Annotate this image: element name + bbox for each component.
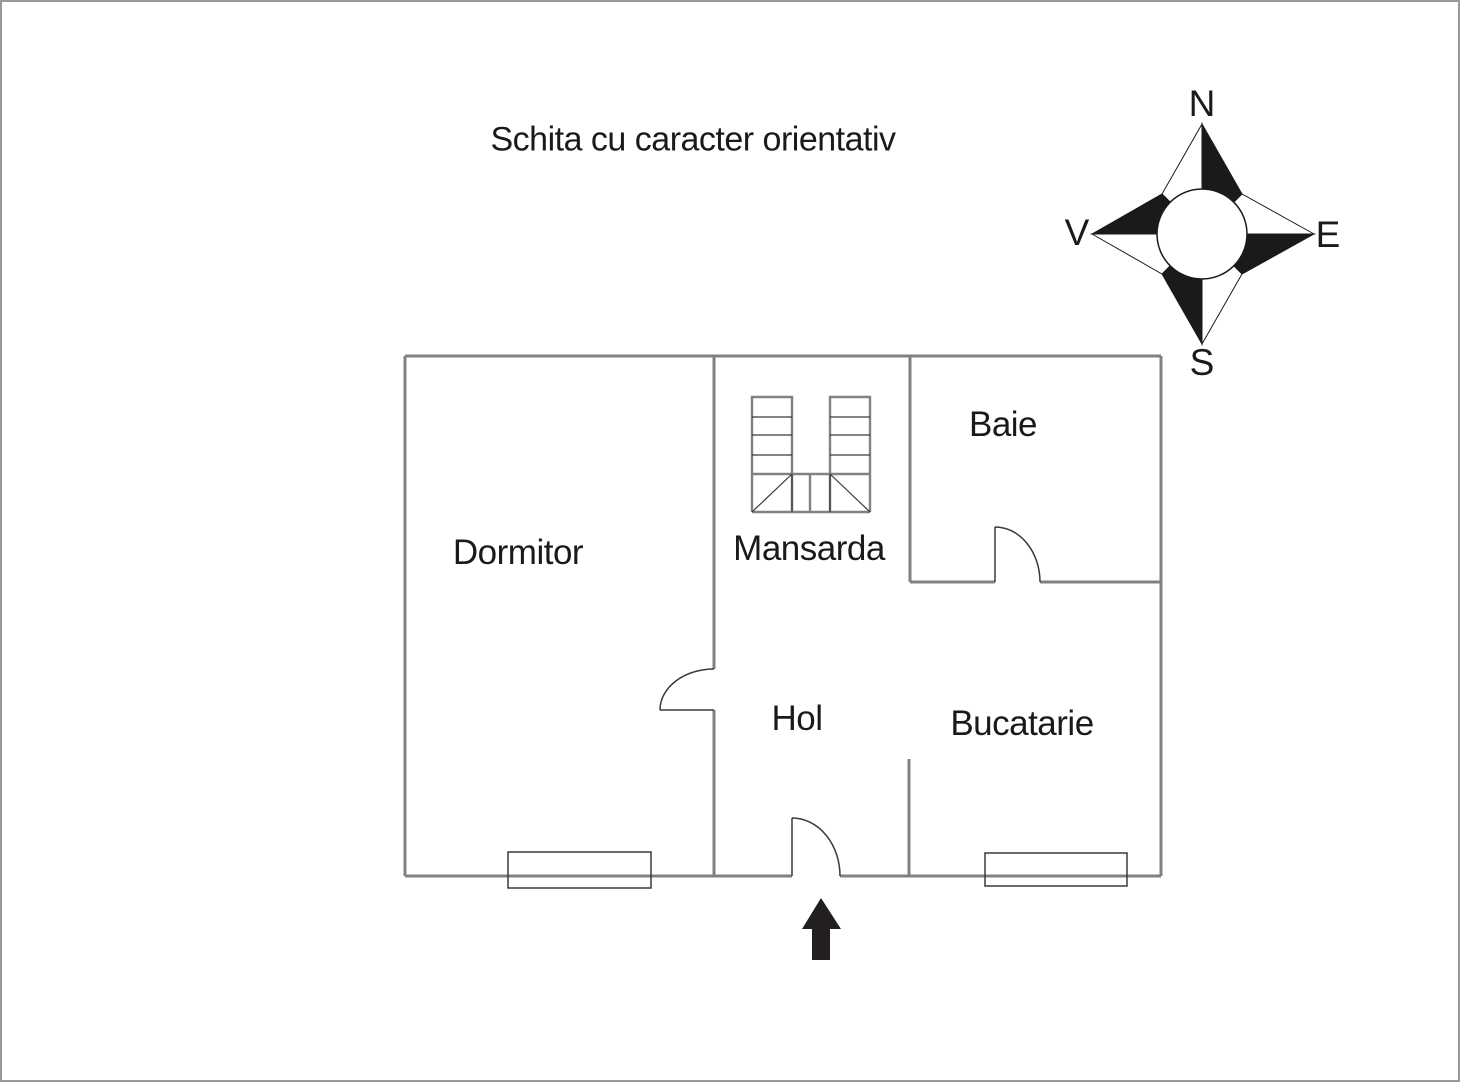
bucatarie-window (984, 852, 1128, 887)
doors (659, 526, 1041, 877)
stair-diagonals (751, 473, 871, 513)
room-label-baie: Baie (968, 405, 1038, 444)
dormitor-door-arc (659, 668, 715, 711)
stair-landing-dividers (791, 474, 831, 512)
stair-treads-left (752, 416, 792, 456)
room-label-bucatarie: Bucatarie (950, 704, 1094, 743)
entrance-door-arc (791, 817, 841, 877)
compass-label-south: S (1189, 342, 1215, 383)
compass-label-north: N (1188, 83, 1216, 124)
room-label-hol: Hol (771, 699, 823, 738)
windows (507, 851, 1128, 889)
interior-walls (712, 356, 1161, 876)
outer-walls (403, 354, 1163, 878)
compass-rose-icon (1090, 122, 1316, 346)
entrance-arrow-icon (802, 898, 841, 960)
room-label-mansarda: Mansarda (733, 529, 885, 568)
compass-hub (1156, 188, 1248, 280)
staircase-icon (750, 395, 872, 514)
stair-treads-right (830, 416, 870, 456)
baie-door-arc (994, 526, 1041, 583)
compass-label-west: V (1064, 212, 1090, 253)
dormitor-window (507, 851, 652, 889)
compass-label-east: E (1315, 214, 1341, 255)
sketch-title: Schita cu caracter orientativ (490, 120, 896, 159)
room-label-dormitor: Dormitor (452, 533, 584, 572)
stair-landing (752, 472, 870, 514)
